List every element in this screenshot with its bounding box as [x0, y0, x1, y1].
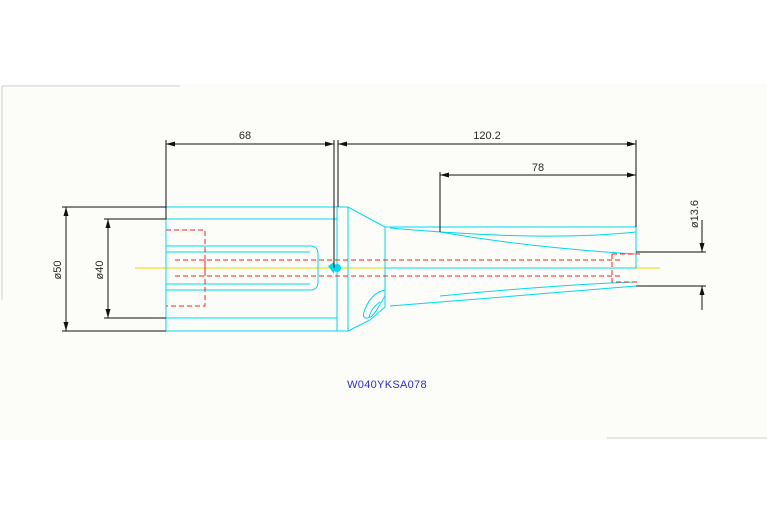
sheet-border: [1, 85, 767, 439]
dim-flute-length: 78: [532, 162, 544, 174]
dim-pilot-diameter: ø40: [94, 261, 106, 280]
part-code-label: W040YKSA078: [347, 379, 427, 391]
dimension-lines: [62, 140, 706, 332]
coolant-channel: [166, 229, 640, 307]
flute-body: [337, 206, 637, 332]
dim-shank-length: 68: [239, 130, 251, 142]
dimension-arrows: [63, 141, 705, 331]
dim-overall-body: 120.2: [473, 130, 501, 142]
dim-coolant-diameter: ø13.6: [689, 200, 701, 228]
coolant-outlet-icon: [328, 262, 341, 274]
shank-body: [165, 206, 338, 332]
dim-shank-diameter: ø50: [52, 261, 64, 280]
drawing-sheet: [0, 84, 767, 440]
